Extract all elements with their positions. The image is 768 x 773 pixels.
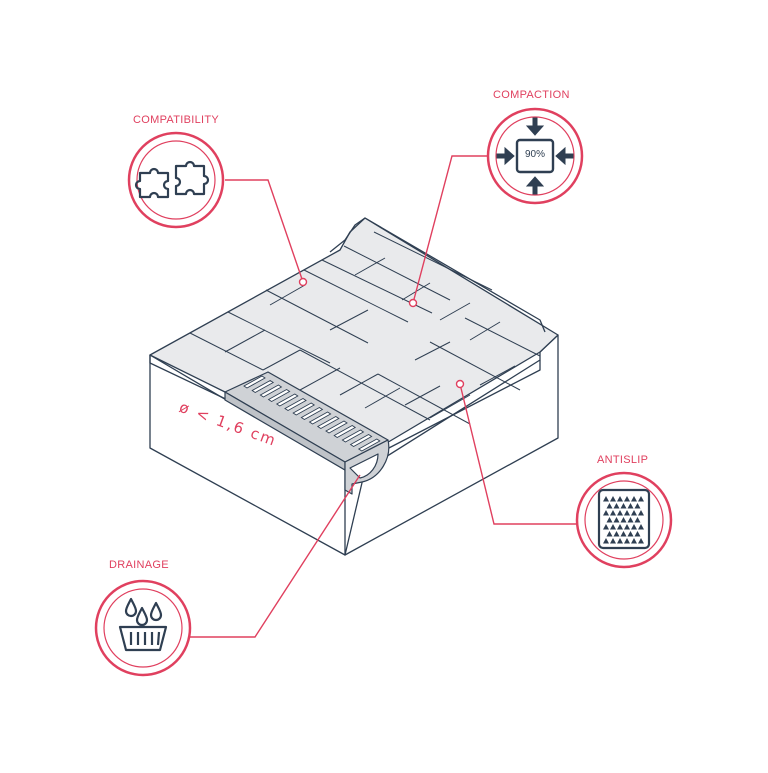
antislip-triangle [624, 538, 630, 544]
triangle-grid-icon [603, 496, 644, 544]
antislip-triangle [617, 524, 623, 530]
antislip-triangle [606, 531, 613, 537]
antislip-triangle [638, 538, 644, 544]
antislip-triangle [617, 496, 623, 502]
antislip-triangle [613, 531, 620, 537]
antislip-triangle [617, 510, 623, 516]
antislip-triangle [638, 524, 644, 530]
antislip-badge [575, 471, 673, 569]
grate-slot [275, 393, 299, 407]
grate-slot [341, 429, 365, 443]
grate-slot [308, 411, 332, 425]
compatibility-badge [127, 131, 225, 229]
grate-slot [325, 420, 348, 434]
paving-block [149, 217, 559, 556]
antislip-leader [459, 383, 578, 525]
antislip-triangle [634, 517, 641, 523]
antislip-triangle [610, 510, 616, 516]
antislip-triangle [624, 524, 630, 530]
compaction-label: COMPACTION [493, 89, 570, 101]
antislip-triangle [610, 538, 616, 544]
antislip-triangle [634, 503, 641, 509]
grate-slot [349, 433, 373, 448]
antislip-triangle [624, 510, 630, 516]
grate-slot [333, 424, 357, 439]
antislip-triangle [631, 510, 637, 516]
antislip-triangle [603, 524, 609, 530]
antislip-triangle [606, 503, 613, 509]
water-drops-grate-icon [118, 597, 168, 652]
antislip-triangle [620, 531, 627, 537]
grate-slot [259, 384, 283, 398]
drainage-label: DRAINAGE [109, 559, 169, 571]
grate-slot [300, 406, 324, 421]
antislip-triangle [627, 517, 634, 523]
antislip-label: ANTISLIP [597, 454, 649, 466]
compaction-percentage: 90% [524, 149, 545, 160]
antislip-triangle [610, 524, 616, 530]
puzzle-icon [134, 160, 210, 199]
antislip-triangle [603, 538, 609, 544]
antislip-triangle [627, 503, 634, 509]
antislip-triangle [638, 496, 644, 502]
drainage-leader [190, 474, 361, 638]
compaction-leader [412, 155, 487, 304]
grate-slot [316, 415, 340, 430]
grate-slot [251, 379, 275, 394]
compaction-badge [486, 107, 584, 205]
antislip-triangle [620, 503, 627, 509]
compression-arrows-icon [496, 117, 574, 195]
connector-lines [190, 155, 578, 638]
grate-slots [243, 375, 381, 452]
grate-slot [243, 375, 266, 389]
grate-slot [267, 388, 291, 403]
antislip-triangle [603, 496, 609, 502]
antislip-triangle [624, 496, 630, 502]
antislip-triangle [610, 496, 616, 502]
compatibility-leader [225, 179, 304, 283]
antislip-triangle [631, 538, 637, 544]
antislip-triangle [620, 517, 627, 523]
grate-slot [284, 397, 307, 412]
grate-slot [292, 402, 316, 416]
antislip-triangle [638, 510, 644, 516]
antislip-triangle [627, 531, 634, 537]
antislip-triangle [631, 524, 637, 530]
antislip-triangle [631, 496, 637, 502]
antislip-triangle [603, 510, 609, 516]
connector-dots [298, 277, 465, 389]
drainage-badge [94, 579, 192, 677]
antislip-triangle [617, 538, 623, 544]
antislip-triangle [634, 531, 641, 537]
antislip-triangle [606, 517, 613, 523]
antislip-triangle [613, 503, 620, 509]
compatibility-label: COMPATIBILITY [133, 114, 220, 126]
grate-slot [357, 438, 381, 452]
antislip-triangle [613, 517, 620, 523]
